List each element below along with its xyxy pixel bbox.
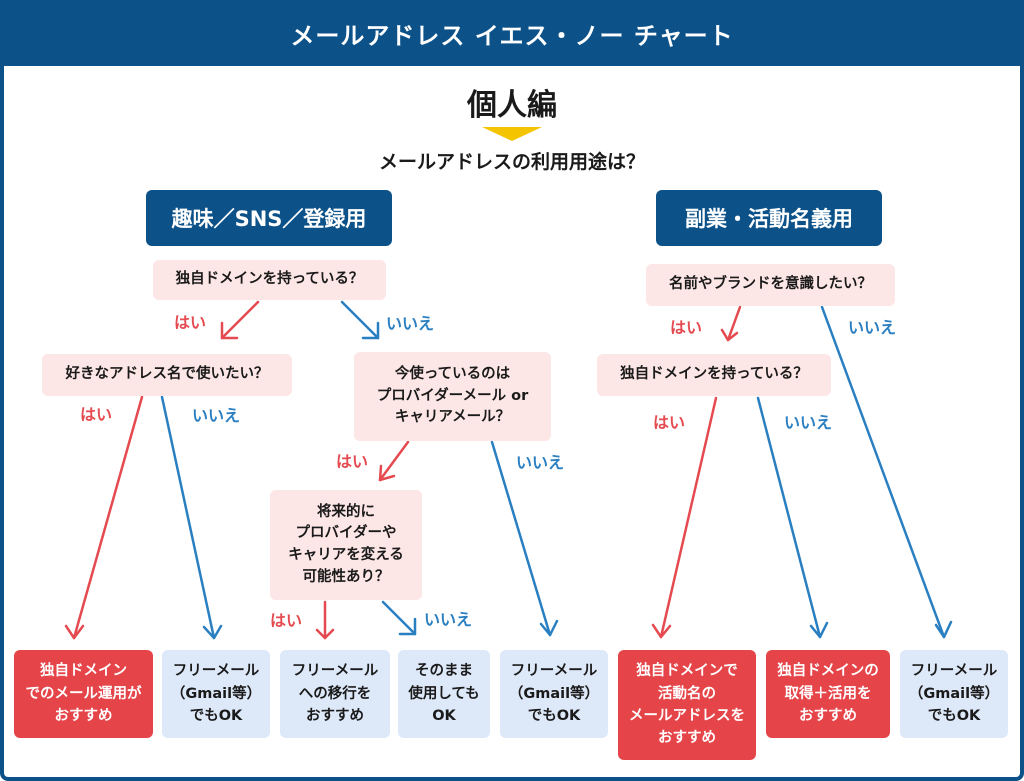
arrow-yes-2	[64, 395, 144, 640]
question-own-domain-side: 独自ドメインを持っている？	[597, 354, 831, 396]
arrow-no-3	[490, 440, 559, 637]
subtitle: 個人編	[467, 88, 557, 123]
question-favorite-address: 好きなアドレス名で使いたい？	[42, 354, 292, 396]
arrow-yes-6	[651, 396, 718, 639]
arrow-yes-3	[378, 440, 410, 482]
result-free-mail-1: フリーメール （Gmail等） でもOK	[162, 650, 270, 738]
label-yes-1: はい	[174, 313, 207, 332]
result-domain-activity-name: 独自ドメインで 活動名の メールアドレスを おすすめ	[618, 650, 756, 760]
label-no-4: いいえ	[424, 610, 473, 629]
label-yes-5: はい	[670, 318, 703, 337]
pointer-triangle-icon	[482, 127, 542, 141]
question-brand-conscious: 名前やブランドを意識したい？	[646, 264, 895, 306]
question-current-usage: 今使っているのは プロバイダーメール or キャリアメール？	[354, 352, 551, 441]
result-own-domain-mail: 独自ドメイン でのメール運用が おすすめ	[14, 650, 153, 738]
arrow-no-6	[756, 396, 829, 639]
chart-header: メールアドレス イエス・ノー チャート	[0, 0, 1024, 66]
result-keep-using: そのまま 使用しても OK	[398, 650, 490, 738]
label-yes-2: はい	[80, 405, 113, 424]
result-migrate-free-mail: フリーメール への移行を おすすめ	[280, 650, 390, 738]
result-free-mail-3: フリーメール （Gmail等） でもOK	[900, 650, 1008, 738]
label-yes-4: はい	[270, 611, 303, 630]
arrow-no-4	[381, 600, 417, 636]
label-no-1: いいえ	[386, 314, 435, 333]
chart-title: メールアドレス イエス・ノー チャート	[290, 21, 734, 50]
result-free-mail-2: フリーメール （Gmail等） でもOK	[500, 650, 608, 738]
result-acquire-domain: 独自ドメインの 取得＋活用を おすすめ	[766, 650, 890, 738]
main-question: メールアドレスの利用用途は？	[378, 150, 645, 173]
category-hobby: 趣味／SNS／登録用	[146, 190, 392, 246]
question-future-change: 将来的に プロバイダーや キャリアを変える 可能性あり？	[270, 490, 422, 600]
label-no-5: いいえ	[848, 318, 897, 337]
label-no-2: いいえ	[192, 406, 241, 425]
arrow-yes-5	[720, 305, 742, 342]
arrow-yes-4	[315, 600, 335, 640]
label-no-6: いいえ	[784, 413, 833, 432]
arrow-yes-1	[220, 300, 260, 340]
category-side: 副業・活動名義用	[656, 190, 882, 246]
arrow-no-5	[820, 305, 953, 639]
arrow-no-2	[160, 395, 223, 640]
arrow-no-1	[340, 300, 380, 340]
question-own-domain-hobby: 独自ドメインを持っている？	[153, 260, 386, 300]
label-no-3: いいえ	[516, 453, 565, 472]
label-yes-6: はい	[653, 413, 686, 432]
label-yes-3: はい	[336, 452, 369, 471]
